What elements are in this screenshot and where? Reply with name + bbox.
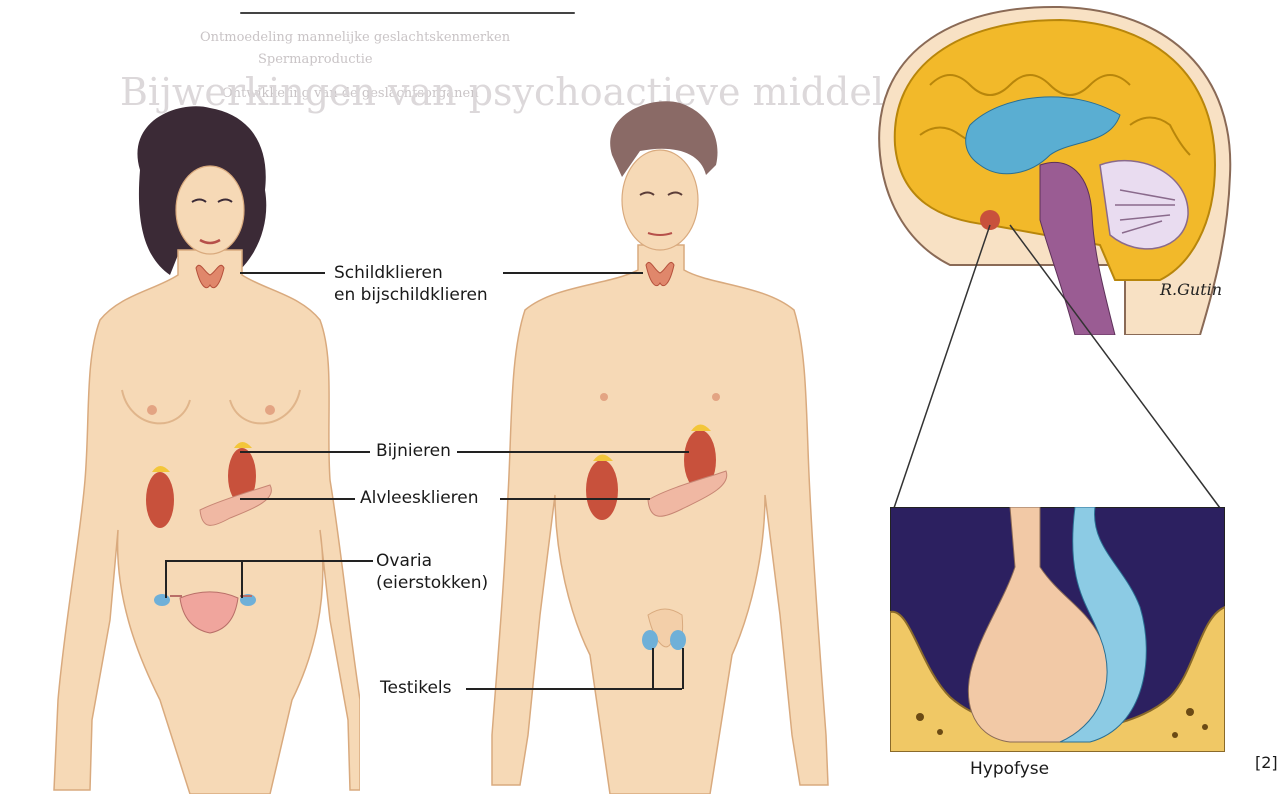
label-thyroid: Schildklieren en bijschildklieren [334, 262, 488, 306]
ghost-line-1: Ontmoedeling mannelijke geslachtskenmerk… [200, 30, 510, 45]
leader-ovaries-v2 [241, 560, 243, 598]
male-kidney-right [586, 460, 618, 520]
leader-thyroid-male [503, 272, 643, 274]
leader-adrenal-female [240, 451, 370, 453]
reference-marker: [2] [1255, 752, 1278, 774]
pituitary-inset [890, 507, 1225, 752]
top-rule [240, 12, 575, 14]
label-pituitary: Hypofyse [970, 758, 1049, 780]
leader-testes-v1 [652, 648, 654, 689]
ghost-line-2: Spermaproductie [258, 52, 373, 67]
female-face [176, 166, 244, 254]
label-thyroid-line1: Schildklieren [334, 262, 488, 284]
leader-ovaries-h [165, 560, 373, 562]
label-testes: Testikels [380, 677, 451, 699]
leader-testes-h [466, 688, 682, 690]
label-ovaries-line2: (eierstokken) [376, 572, 488, 594]
label-thyroid-line2: en bijschildklieren [334, 284, 488, 306]
leader-pancreas-female [240, 498, 355, 500]
female-kidney-right [146, 472, 174, 528]
label-ovaries: Ovaria (eierstokken) [376, 550, 488, 594]
leader-thyroid-female [240, 272, 325, 274]
male-testis-right [642, 630, 658, 650]
label-pancreas: Alvleesklieren [360, 487, 479, 509]
label-adrenal: Bijnieren [376, 440, 451, 462]
leader-ovaries-v1 [165, 560, 167, 598]
zoom-lines [880, 220, 1240, 520]
label-ovaries-line1: Ovaria [376, 550, 488, 572]
leader-adrenal-male [457, 451, 689, 453]
male-testis-left [670, 630, 686, 650]
leader-pancreas-male [500, 498, 650, 500]
female-ovary-right [154, 594, 170, 606]
male-body [492, 245, 828, 794]
leader-testes-v2 [682, 648, 684, 689]
female-figure [30, 100, 360, 794]
